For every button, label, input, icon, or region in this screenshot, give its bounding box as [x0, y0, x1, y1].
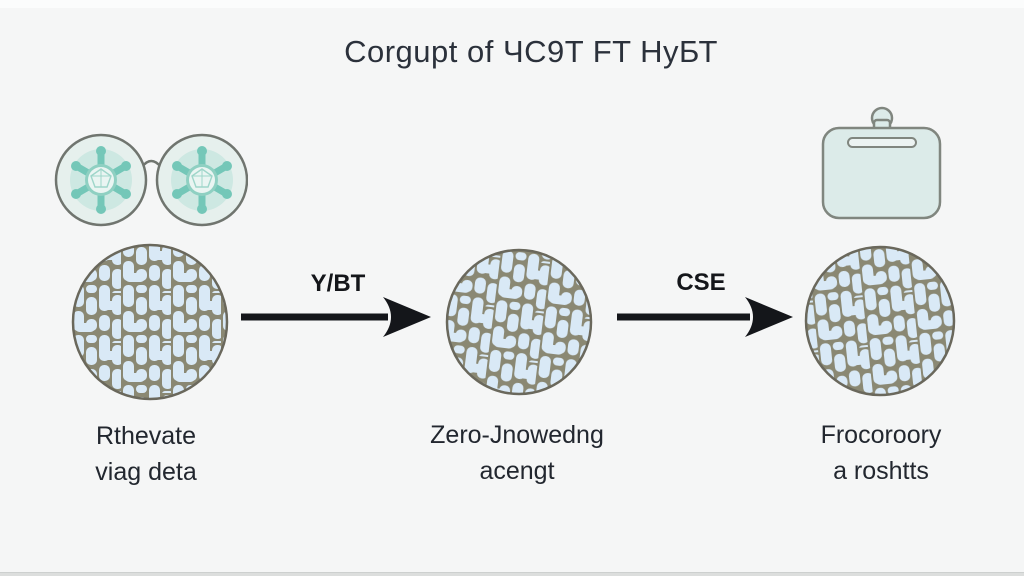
clipboard-icon [821, 106, 942, 220]
step-1-caption-line2: viag deta [95, 458, 197, 486]
diagram-title: Corgupt of ЧC9T FT НуБТ [344, 34, 718, 69]
step-1-caption-line1: Rthevate [95, 422, 197, 450]
glasses-left-lens [54, 133, 148, 227]
data-texture-circle-1 [71, 243, 229, 401]
molecule-glasses-icon [54, 133, 248, 227]
arrow-2-label: CSE [676, 269, 726, 296]
arrow-2-icon [617, 297, 793, 337]
data-texture-circle-3 [804, 245, 956, 397]
step-3-caption-line1: Frocoroory [820, 421, 942, 449]
bottom-edge-divider [0, 572, 1024, 576]
data-texture-circle-2 [445, 248, 593, 396]
step-3-caption-line2: a roshtts [833, 457, 929, 485]
arrow-1-label: Y/BT [310, 270, 366, 297]
glasses-right-lens [155, 133, 248, 227]
step-1-caption: Rthevate viag deta [16, 418, 276, 490]
step-2-caption-line2: acengt [479, 457, 555, 485]
step-3-caption: Frocoroory a roshtts [751, 417, 1011, 489]
arrow-1-icon [241, 297, 431, 337]
step-2-caption: Zero-Jnowedng acengt [387, 417, 647, 489]
step-2-caption-line1: Zero-Jnowedng [430, 421, 604, 449]
